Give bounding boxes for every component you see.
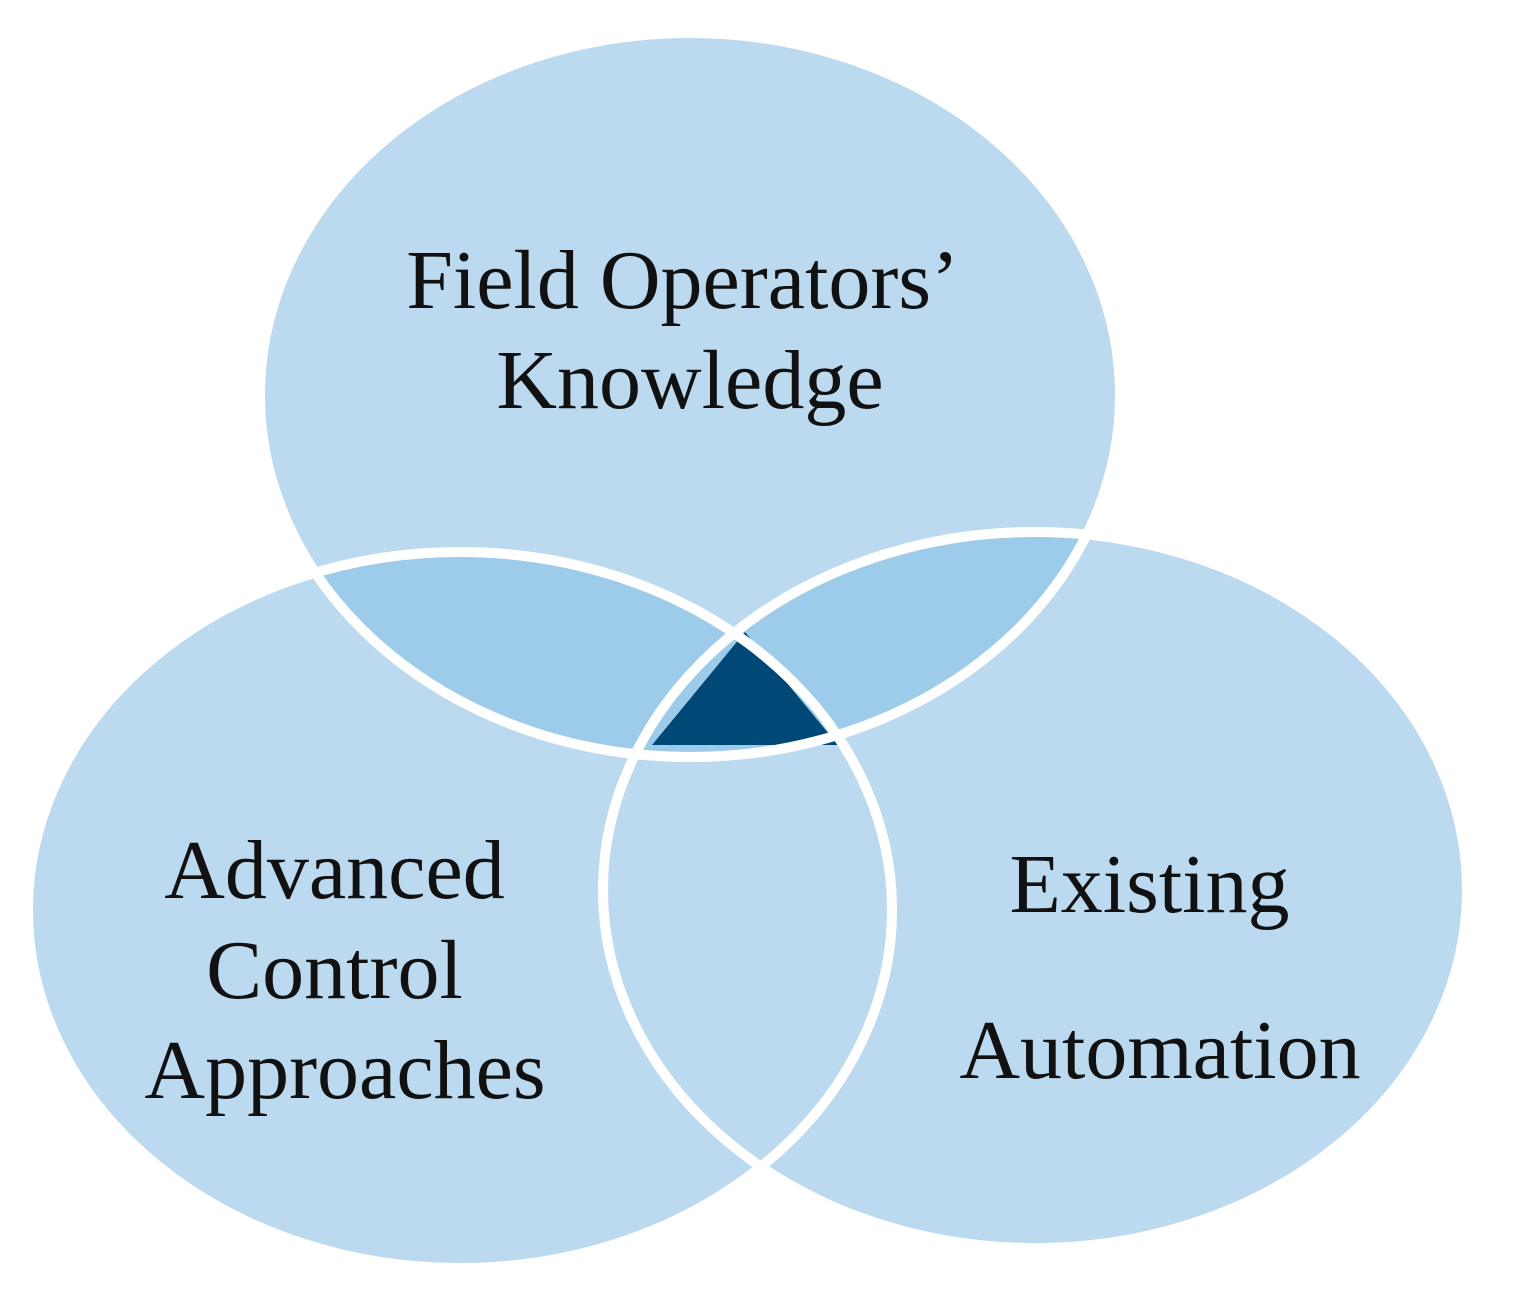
label-top-line-2: Knowledge bbox=[496, 334, 883, 427]
label-top: Field Operators’ Knowledge bbox=[406, 234, 974, 427]
label-left: Advanced Control Approaches bbox=[144, 824, 545, 1117]
label-right: Existing Automation bbox=[959, 838, 1360, 1097]
outline-right bbox=[598, 527, 1472, 1253]
label-right-line-1: Existing bbox=[1009, 838, 1289, 931]
center-intersection bbox=[652, 632, 838, 745]
outline-top bbox=[255, 28, 1125, 762]
label-left-line-2: Control bbox=[206, 924, 463, 1017]
outline-left bbox=[23, 547, 897, 1273]
label-top-line-1: Field Operators’ bbox=[406, 234, 953, 327]
label-left-line-1: Advanced bbox=[164, 824, 505, 917]
label-right-line-2: Automation bbox=[959, 1004, 1360, 1097]
label-left-line-3: Approaches bbox=[144, 1024, 545, 1117]
